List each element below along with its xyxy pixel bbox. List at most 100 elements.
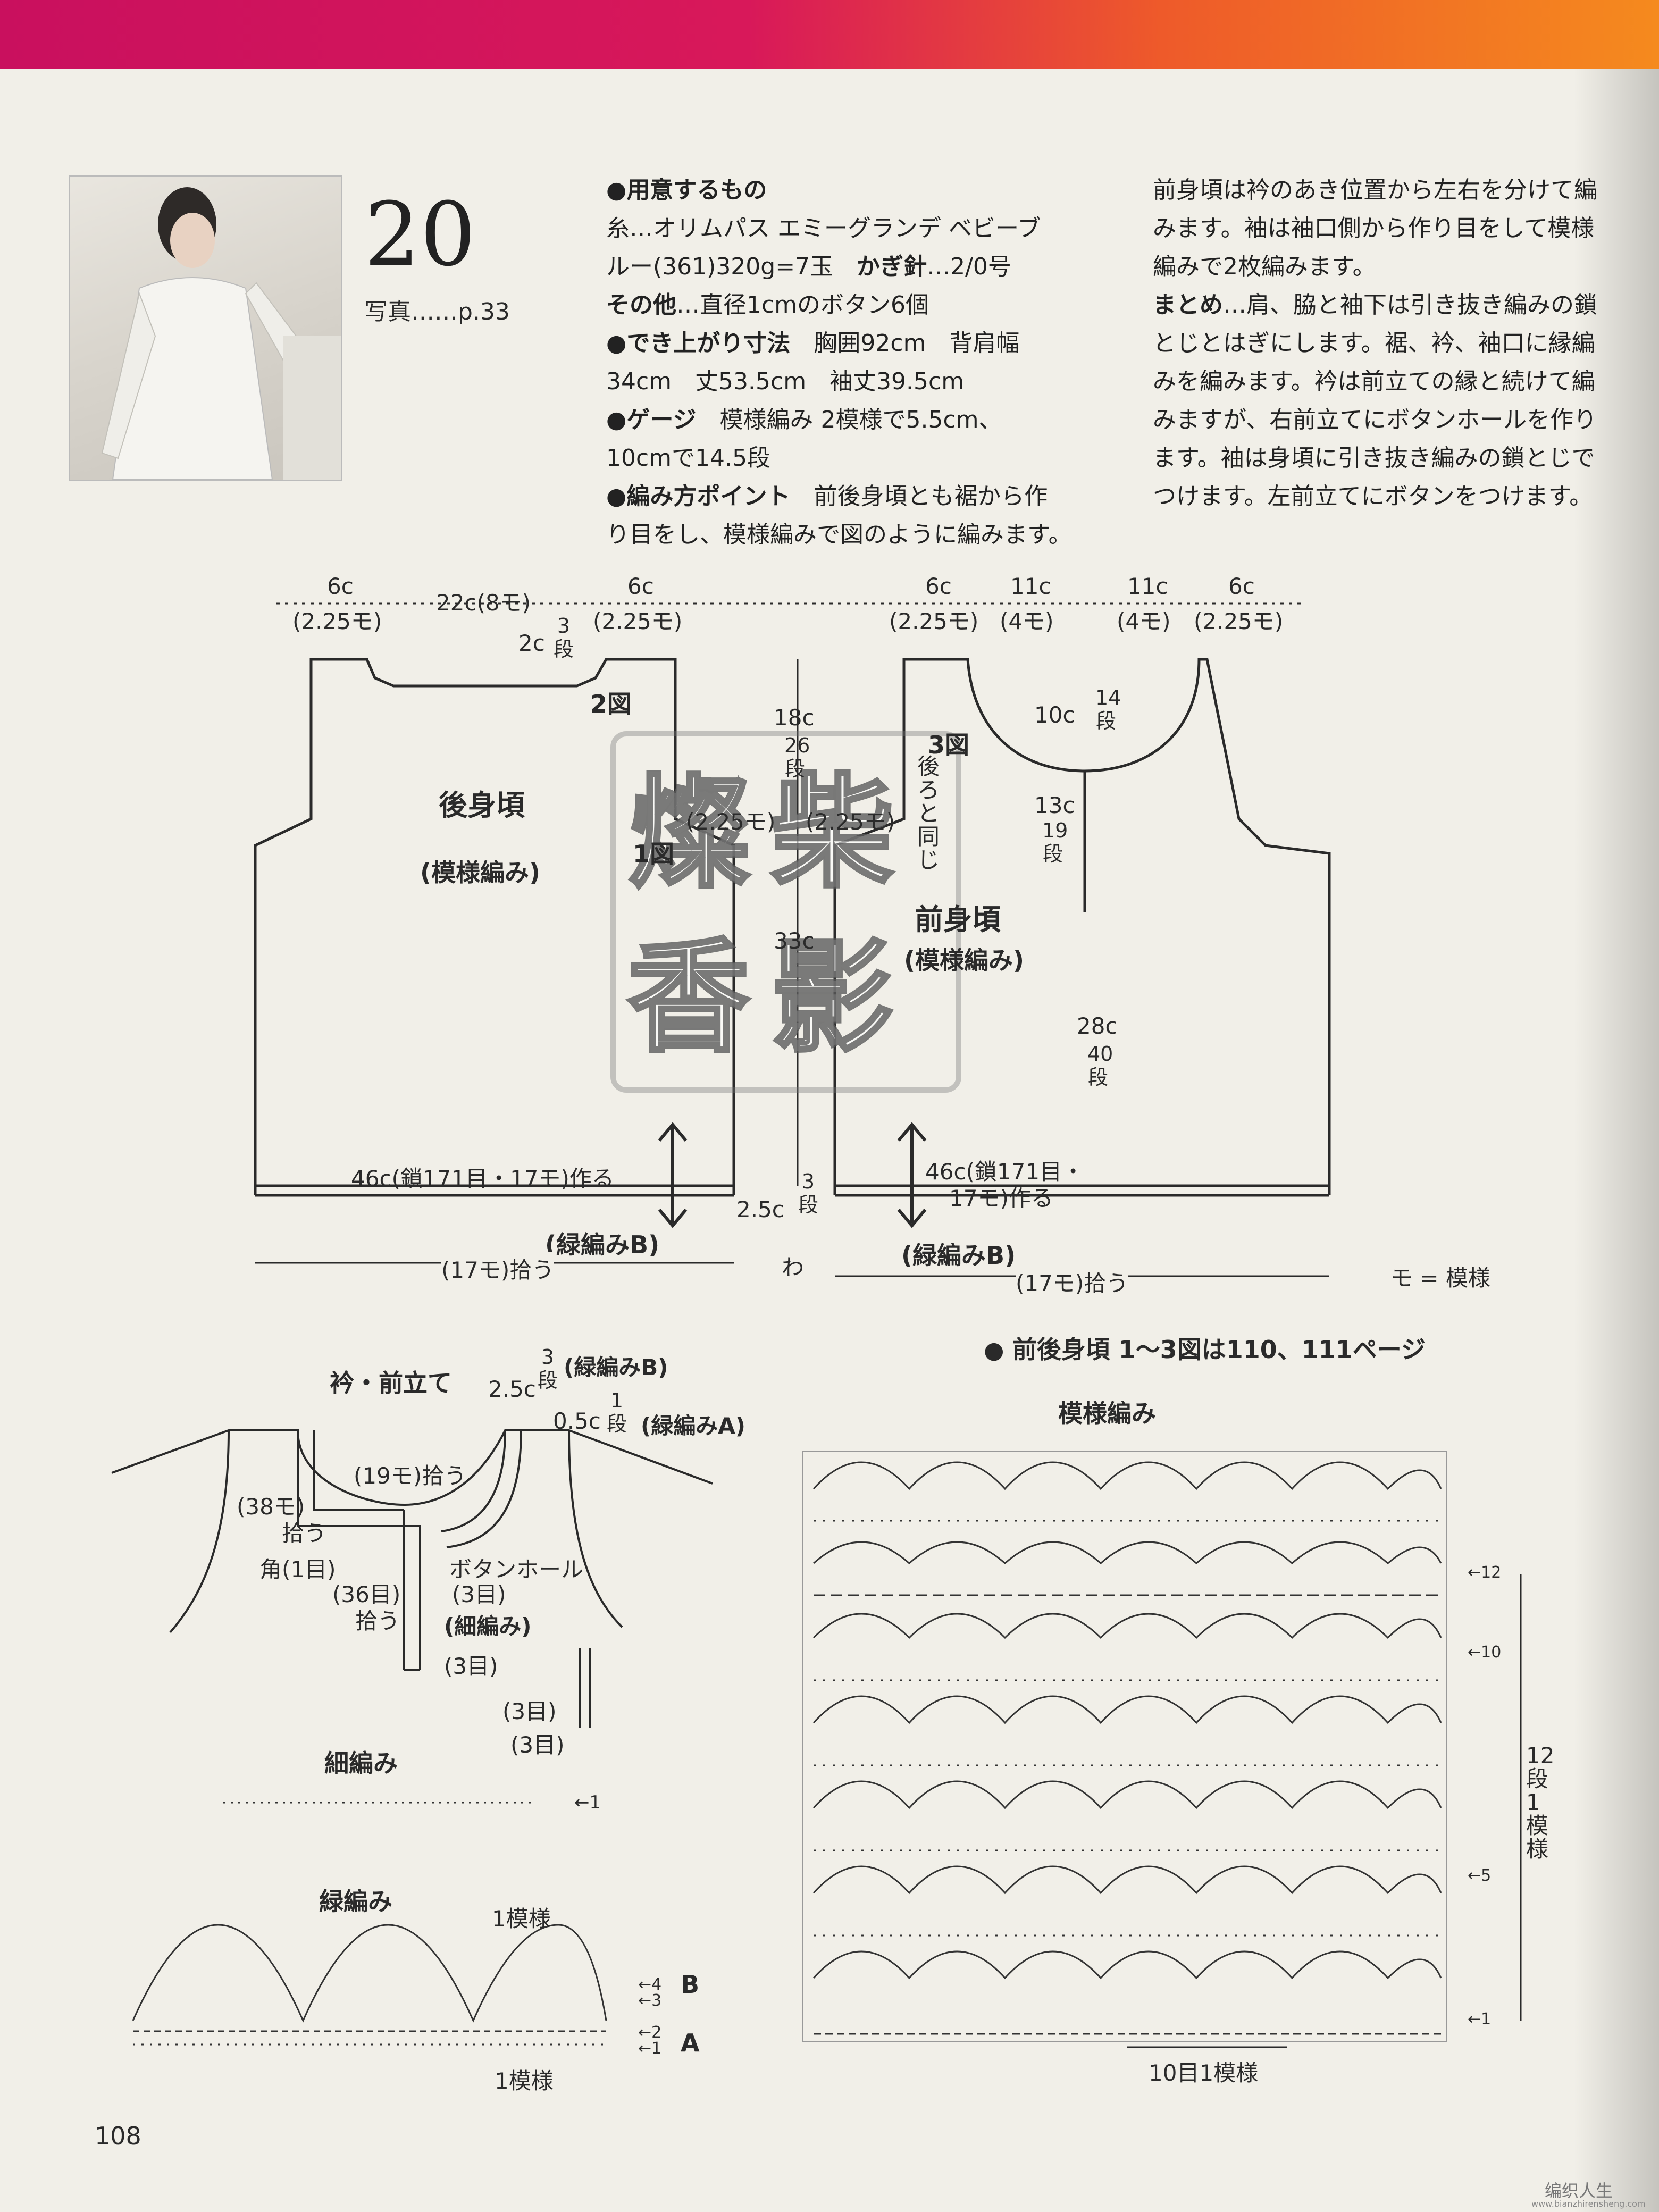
collar-w1: 2.5c [488,1376,536,1402]
watermark-stamp [610,731,961,1093]
collar-pick19: (19モ)拾う [354,1463,467,1489]
collar-title: 衿・前立て [330,1369,452,1397]
stitch-row-10: ←10 [1468,1643,1502,1662]
same-as-back: 後ろと同じ [917,753,940,873]
instr-line-6: みを編みます。衿は前立ての縁と続けて編 [1153,368,1595,395]
center-middle: 33c [774,928,815,954]
front-top-a-sub: (2.25モ) [889,608,979,634]
front-top-c-sub: (4モ) [1117,608,1171,634]
pattern-number: 20 [364,183,476,286]
collar-pick38: (38モ) [237,1494,305,1520]
stitch-width: 10目1模様 [1149,2060,1259,2086]
center-upper: 18c [774,705,815,731]
size-line-2: 34cm 丈53.5cm 袖丈39.5cm [606,368,965,395]
edging-row-2: ←2 [638,2023,662,2042]
front-placket: 13c [1034,792,1075,818]
edging-motif-top: 1模様 [492,1906,551,1932]
single-crochet-row: ←1 [574,1792,601,1813]
collar-border-a: (緑編みA) [641,1413,745,1439]
edging-row-3: ←3 [638,1991,662,2010]
front-hem-2: 17モ)作る [949,1185,1053,1211]
edging-motif-bottom: 1模様 [495,2068,554,2094]
instructions-block: 前身頃は衿のあき位置から左右を分けて編 みます。袖は袖口側から作り目をして模様 … [1153,171,1631,516]
front-top-b: 11c [1010,573,1051,599]
watermark-char-2: 柴 [769,761,895,906]
stitch-pattern-title: 模様編み [1058,1399,1156,1428]
back-fig1: 1図 [633,840,675,868]
instr-line-4: まとめ…肩、脇と袖下は引き抜き編みの鎖 [1153,291,1597,319]
photo-reference: 写真……p.33 [364,298,510,325]
instr-line-8: ます。袖は身頃に引き抜き編みの鎖とじで [1153,445,1595,472]
stitch-row-1: ←1 [1468,2010,1492,2029]
edging-chart [132,1802,607,2046]
points-line-1: ●編み方ポイント 前後身頃とも裾から作 [606,483,1048,510]
instr-line-9: つけます。左前立てにボタンをつけます。 [1153,483,1593,510]
back-subtitle: (模様編み) [420,858,541,887]
collar-pick38b: 拾う [282,1520,327,1546]
back-neck-depth: 2c [518,630,545,656]
collar-pick36b: 拾う [355,1608,400,1634]
edging-b-label: B [681,1970,700,1999]
instr-line-7: みますが、右前立てにボタンホールを作り [1153,406,1597,433]
collar-three-2: (3目) [502,1698,557,1724]
collar-pick36: (36目) [332,1581,401,1607]
instr-line-2: みます。袖は袖口側から作り目をして模様 [1153,215,1595,242]
back-border: (緑編みB) [545,1230,660,1259]
front-top-a: 6c [925,573,952,599]
edging-row-1: ←1 [638,2039,662,2058]
instr-line-5: とじとはぎにします。裾、衿、袖口に縁編 [1153,330,1595,357]
front-body-dim: 28c [1077,1013,1118,1039]
single-crochet-title: 細編み [324,1749,398,1778]
front-subtitle: (模様編み) [904,946,1025,975]
materials-heading: ●用意するもの [606,177,767,204]
front-top-c: 11c [1127,573,1168,599]
back-top-right-sub: (2.25モ) [593,608,683,634]
back-fig2: 2図 [590,690,632,718]
front-top-b-sub: (4モ) [1000,608,1054,634]
legend-mo: モ = 模様 [1390,1265,1490,1291]
stitch-repeat: 12段1模様 [1526,1742,1555,1862]
back-top-left-sub: (2.25モ) [292,608,382,634]
center-wa: わ [782,1254,805,1280]
page-reference-note: ● 前後身頃 1～3図は110、111ページ [984,1335,1426,1364]
stitch-row-5: ←5 [1468,1866,1492,1885]
edging-a-label: A [681,2029,700,2057]
collar-buttonhole: ボタンホール [449,1556,584,1582]
gauge-line-2: 10cmで14.5段 [606,445,771,472]
collar-buttonhole-count: (3目) [452,1581,506,1607]
gauge-line-1: ●ゲージ 模様編み 2模様で5.5cm、 [606,406,1002,433]
points-line-2: り目をし、模様編みで図のように編みます。 [606,521,1072,548]
back-top-right: 6c [627,573,654,599]
back-pickup: (17モ)拾う [441,1252,555,1285]
yarn-line-2: ルー(361)320g=7玉 かぎ針…2/0号 [606,253,1011,280]
front-title: 前身頃 [915,903,1001,936]
front-pickup: (17モ)拾う [1016,1266,1129,1298]
edging-title: 緑編み [319,1887,392,1916]
back-body-outline [254,658,735,1187]
collar-three-1: (3目) [444,1653,498,1679]
materials-block: ●用意するもの 糸…オリムパス エミーグランデ ベビーブ ルー(361)320g… [606,171,1127,554]
front-hem-1: 46c(鎖171目・ [925,1159,1085,1185]
center-right-mo: (2.25モ) [806,809,895,835]
collar-w2: 0.5c [553,1408,601,1434]
front-top-d: 6c [1228,573,1255,599]
other-line: その他…直径1cmのボタン6個 [606,291,929,319]
size-line-1: ●でき上がり寸法 胸囲92cm 背肩幅 [606,330,1020,357]
watermark-char-1: 燦 [626,761,751,906]
collar-border-b: (緑編みB) [564,1354,668,1380]
model-photo [69,175,342,481]
instr-line-3: 編みで2枚編みます。 [1153,253,1376,280]
front-fig3: 3図 [928,731,970,759]
collar-three-3: (3目) [510,1732,565,1758]
front-top-d-sub: (2.25モ) [1194,608,1284,634]
yarn-line-1: 糸…オリムパス エミーグランデ ベビーブ [606,215,1041,242]
front-body-outline [833,658,1331,1187]
watermark-char-4: 影 [769,926,895,1071]
